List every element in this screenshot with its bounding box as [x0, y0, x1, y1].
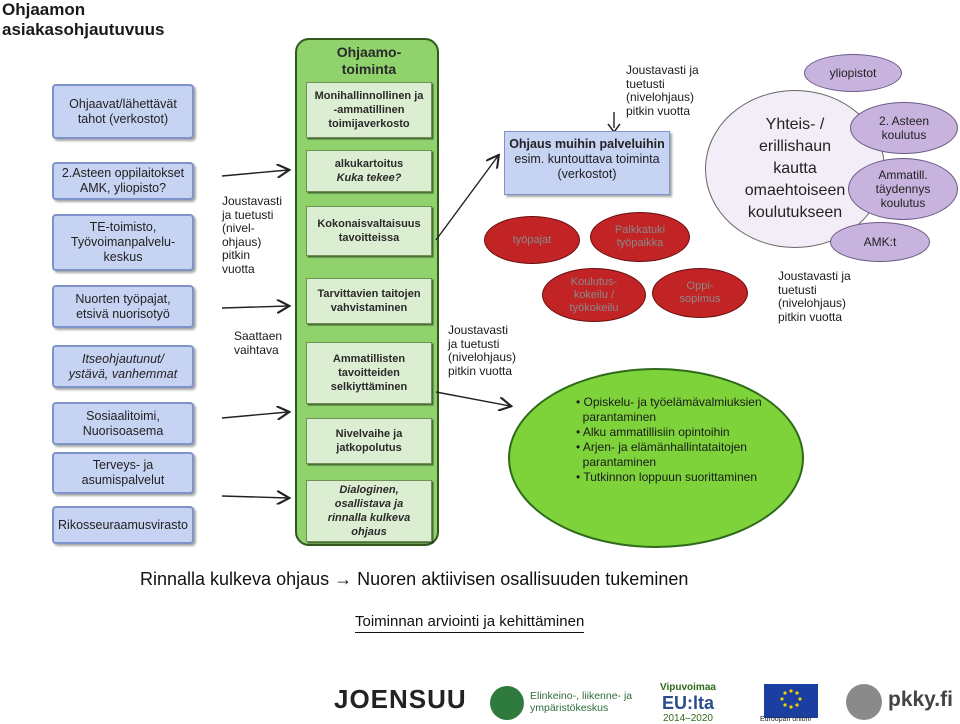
other-services-box: Ohjaus muihin palveluihin esim. kuntoutt…	[504, 131, 670, 195]
universities-ellipse: yliopistot	[804, 54, 902, 92]
source-te-office-box: TE-toimisto,Työvoimanpalvelu-keskus	[52, 214, 194, 271]
pkky-logo: pkky.fi	[888, 688, 953, 711]
ohjaamo-title: Ohjaamo-toiminta	[336, 44, 402, 77]
footer-goal-line: Rinnalla kulkeva ohjaus → Nuoren aktiivi…	[140, 569, 689, 589]
arrow-right-icon: →	[334, 569, 353, 589]
source-probation-box: Rikosseuraamusvirasto	[52, 506, 194, 544]
diagram-title: Ohjaamon asiakasohjautuvuus	[2, 0, 165, 39]
source-workshops-box: Nuorten työpajat,etsivä nuorisotyö	[52, 285, 194, 328]
joensuu-logo: JOENSUU	[334, 684, 467, 714]
service-trial: Koulutus-kokeilu /työkokeilu	[542, 268, 646, 322]
ely-logo-mark	[490, 686, 524, 720]
intake-arrows	[221, 160, 298, 560]
eu-flag-icon	[764, 684, 818, 718]
pkky-logo-mark	[846, 684, 882, 720]
outflow-arrows	[435, 80, 520, 420]
outcomes-ellipse	[508, 368, 804, 548]
service-workshops: työpajat	[484, 216, 580, 264]
vipuvoimaa-logo: Vipuvoimaa EU:lta 2014–2020	[660, 682, 716, 724]
service-apprenticeship: Oppi-sopimus	[652, 268, 748, 318]
source-self-directed-box: Itseohjautunut/ystävä, vanhemmat	[52, 345, 194, 388]
universities-applied-sciences-ellipse: AMK:t	[830, 222, 930, 262]
footer-evaluation-line: Toiminnan arviointi ja kehittäminen	[355, 612, 585, 633]
source-social-services-box: Sosiaalitoimi,Nuorisoasema	[52, 402, 194, 445]
eu-logo-text: Euroopan unioni	[760, 716, 811, 723]
outcomes-list: • Opiskelu- ja työelämävalmiuksien paran…	[576, 395, 762, 484]
